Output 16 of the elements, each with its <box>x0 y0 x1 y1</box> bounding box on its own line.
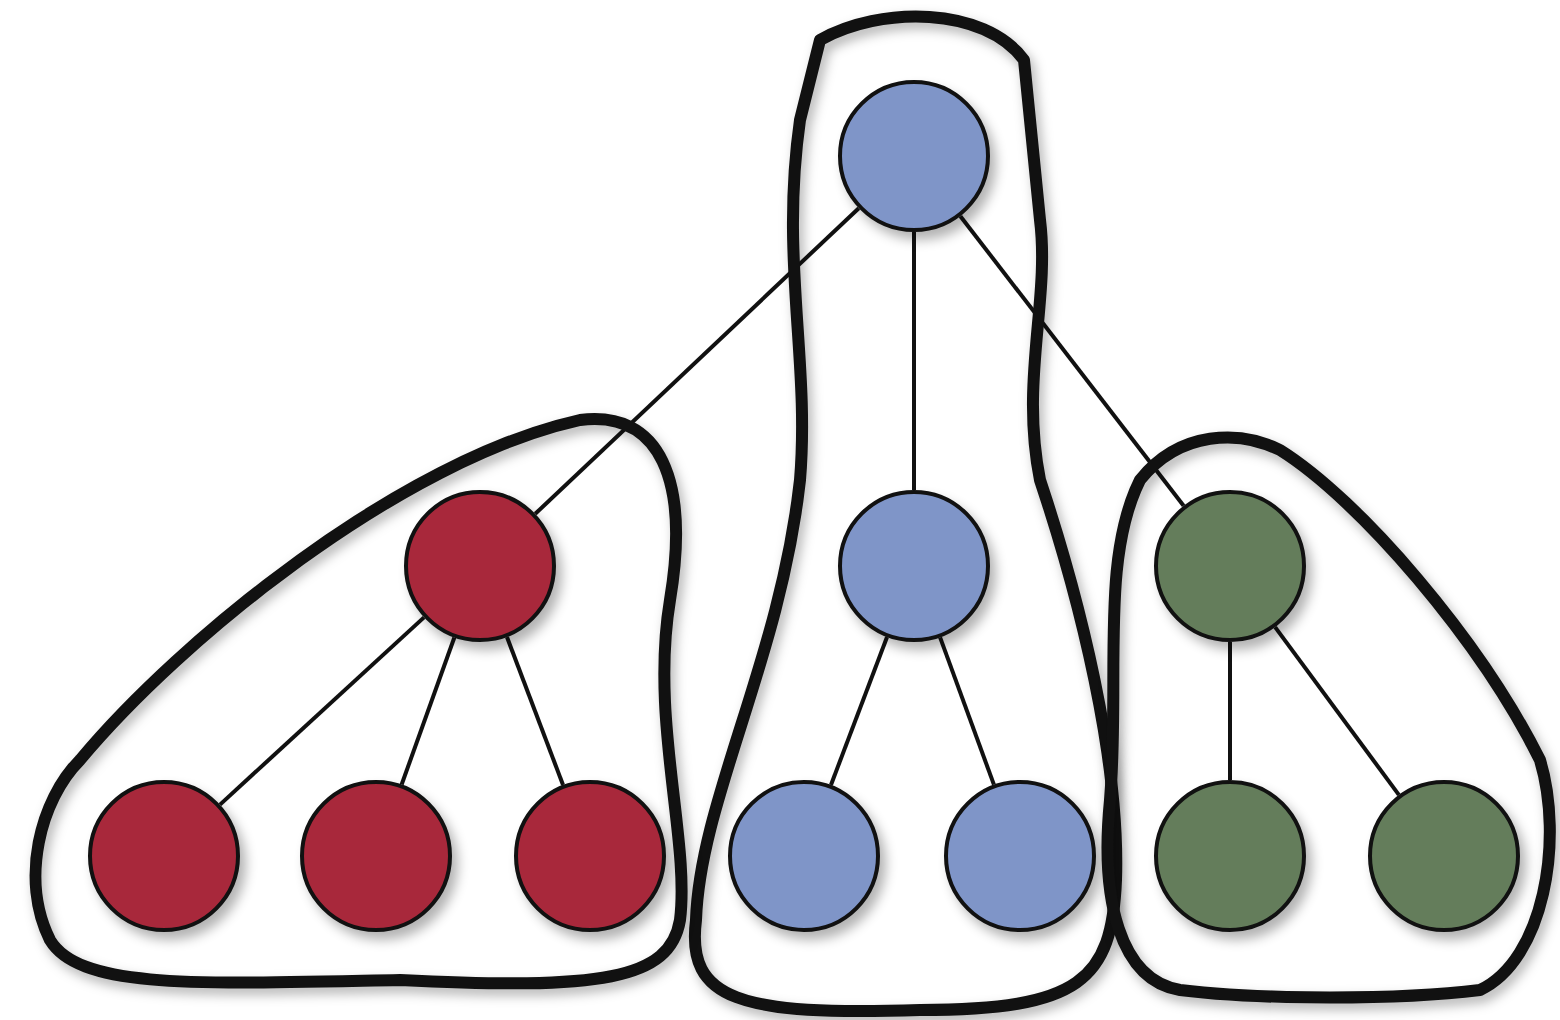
connector-line <box>829 636 889 786</box>
tree-node-circle <box>404 490 556 642</box>
tree-node-circle <box>838 80 990 232</box>
connector-line <box>1228 642 1232 780</box>
tree-node-circle <box>88 780 240 932</box>
tree-node-circle <box>1368 780 1520 932</box>
connector-line <box>218 615 426 807</box>
connector-line <box>1273 625 1401 797</box>
connector-line <box>505 636 565 786</box>
connector-line <box>938 636 996 786</box>
connector-line <box>399 636 457 786</box>
tree-node-circle <box>1154 490 1306 642</box>
connector-line <box>958 214 1186 508</box>
connector-line <box>533 206 861 516</box>
tree-node-circle <box>728 780 880 932</box>
connector-line <box>912 232 916 490</box>
